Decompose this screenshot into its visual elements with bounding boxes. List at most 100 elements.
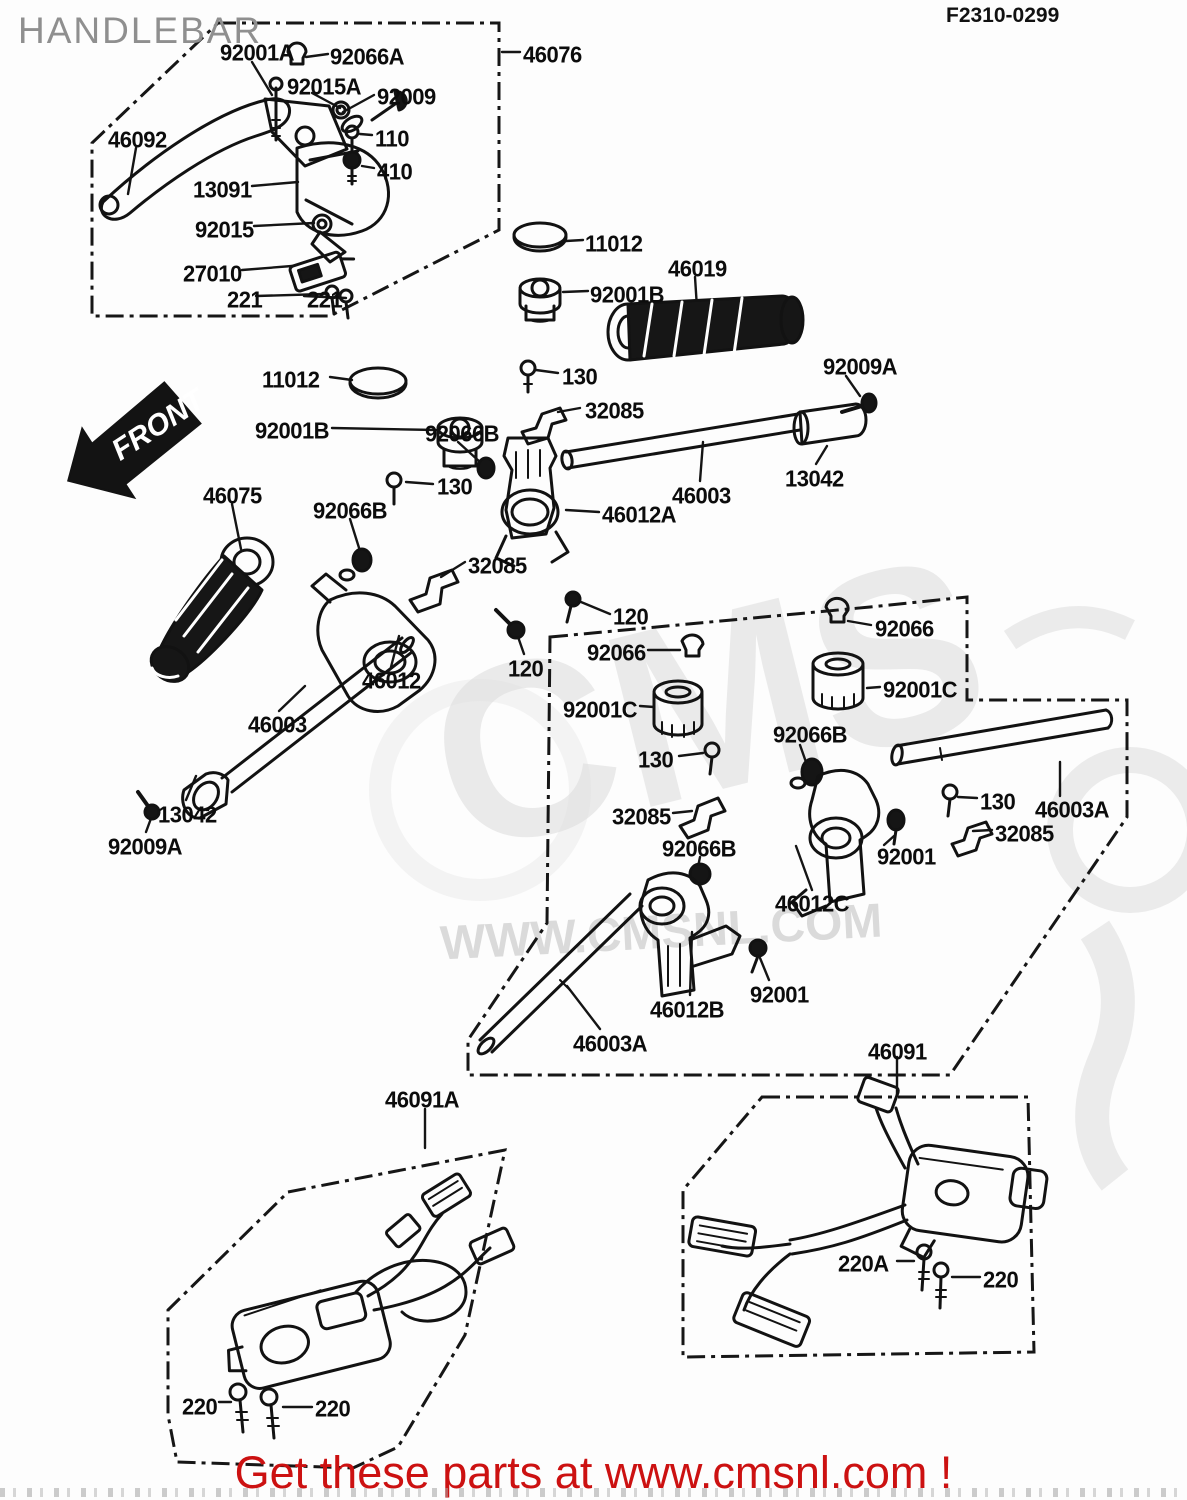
part-label-11012-17: 11012 xyxy=(262,366,320,393)
part-label-130-40: 130 xyxy=(638,746,674,773)
holder-46012C-drawing xyxy=(790,768,881,918)
part-label-92066B-19: 92066B xyxy=(425,420,500,447)
cylinder-92001C-right-drawing xyxy=(811,651,865,711)
plug-92001B-upper-drawing xyxy=(518,277,562,323)
part-label-92001B-14: 92001B xyxy=(590,281,665,308)
screws-221-drawing xyxy=(324,284,354,320)
part-label-92001-49: 92001 xyxy=(750,981,809,1008)
plug-92066B-small-drawing xyxy=(476,456,496,480)
screws-220-left-drawing xyxy=(228,1382,280,1440)
plug-92066-right-drawing xyxy=(824,596,850,624)
assembly-panel-borders xyxy=(90,21,1129,1470)
stopper-32085-panelB-left-drawing xyxy=(678,796,727,840)
part-label-27010-10: 27010 xyxy=(183,260,242,287)
panel-brake-lever-assy xyxy=(90,21,501,318)
part-label-92001-46: 92001 xyxy=(877,843,936,870)
pin-110-drawing xyxy=(344,124,360,152)
part-label-92001A-0: 92001A xyxy=(220,39,295,66)
holder-46012-drawing xyxy=(310,572,437,713)
fiche-code: F2310-0299 xyxy=(946,4,1060,27)
panel-lower-holders xyxy=(466,595,1129,1077)
plug-92066B-left-drawing xyxy=(338,547,373,582)
part-label-46012B-48: 46012B xyxy=(650,996,725,1023)
parts-drawings xyxy=(98,41,1114,1440)
screw-130-panelB-right-drawing xyxy=(941,783,959,818)
part-label-92009A-32: 92009A xyxy=(108,833,183,860)
part-label-46091A-51: 46091A xyxy=(385,1086,460,1113)
part-label-92009A-16: 92009A xyxy=(823,353,898,380)
switch-housing-46091-drawing xyxy=(687,1075,1049,1348)
part-label-32085-21: 32085 xyxy=(585,397,644,424)
part-label-221-12: 221 xyxy=(307,286,343,313)
screw-130-panelB-left-drawing xyxy=(703,741,721,776)
part-label-410-7: 410 xyxy=(377,158,413,185)
panel-switch-left xyxy=(166,1148,507,1470)
part-label-92009-3: 92009 xyxy=(377,83,436,110)
screw-130-mid-drawing xyxy=(385,471,403,506)
part-label-92066B-27: 92066B xyxy=(313,497,388,524)
stopper-32085-top-drawing xyxy=(520,406,568,446)
screw-120-left-drawing xyxy=(494,608,526,640)
part-label-130-43: 130 xyxy=(980,788,1016,815)
plug-92066B-lower-drawing xyxy=(688,862,712,886)
part-label-46075-26: 46075 xyxy=(203,482,262,509)
nut-92015-drawing xyxy=(311,213,333,235)
throttle-grip-46019-drawing xyxy=(606,294,805,362)
part-label-46003A-44: 46003A xyxy=(1035,796,1110,823)
part-label-120-34: 120 xyxy=(508,655,544,682)
part-label-13042-25: 13042 xyxy=(785,465,844,492)
part-label-13042-31: 13042 xyxy=(158,801,217,828)
bolt-410-drawing xyxy=(342,150,362,186)
part-label-92001B-18: 92001B xyxy=(255,417,330,444)
part-label-92066-37: 92066 xyxy=(875,615,934,642)
nut-92015A-drawing xyxy=(331,100,364,134)
part-label-92015-9: 92015 xyxy=(195,216,254,243)
screws-220A-220-right-drawing xyxy=(915,1243,950,1310)
part-label-46003-30: 46003 xyxy=(248,711,307,738)
screw-130-top-drawing xyxy=(519,359,537,394)
part-label-46003A-50: 46003A xyxy=(573,1030,648,1057)
part-label-120-33: 120 xyxy=(613,603,649,630)
holder-46012A-drawing xyxy=(494,436,570,568)
part-label-130-20: 130 xyxy=(562,363,598,390)
part-label-92066B-39: 92066B xyxy=(773,721,848,748)
page-title: HANDLEBAR xyxy=(18,10,263,51)
scan-noise-strip xyxy=(0,1488,1187,1497)
panel-switch-right xyxy=(681,1095,1036,1359)
part-label-46092-5: 46092 xyxy=(108,126,167,153)
part-label-46003-24: 46003 xyxy=(672,482,731,509)
part-label-130-22: 130 xyxy=(437,473,473,500)
stopper-32085-mid-drawing xyxy=(408,568,460,614)
part-label-46012-29: 46012 xyxy=(362,667,421,694)
part-label-46012A-23: 46012A xyxy=(602,501,677,528)
part-label-32085-41: 32085 xyxy=(612,803,671,830)
part-label-220-54: 220 xyxy=(983,1266,1019,1293)
part-label-11012-13: 11012 xyxy=(585,230,643,257)
part-label-92066B-42: 92066B xyxy=(662,835,737,862)
part-label-110-6: 110 xyxy=(375,125,410,152)
part-label-92015A-2: 92015A xyxy=(287,73,362,100)
part-label-46012C-47: 46012C xyxy=(775,890,850,917)
part-label-46091-52: 46091 xyxy=(868,1038,927,1065)
part-label-220A-53: 220A xyxy=(838,1250,889,1277)
stopper-32085-panelB-right-drawing xyxy=(950,820,994,858)
screw-92009A-left-drawing xyxy=(136,790,161,821)
switch-27010-drawing xyxy=(288,250,356,293)
part-label-46076-4: 46076 xyxy=(523,41,582,68)
watermark-gear-graphic xyxy=(369,606,1187,1191)
part-label-32085-45: 32085 xyxy=(995,820,1054,847)
part-label-221-11: 221 xyxy=(227,286,263,313)
part-label-46019-15: 46019 xyxy=(668,255,727,282)
tube-46003A-right-drawing xyxy=(890,708,1114,767)
cap-11012-upper-drawing xyxy=(512,221,568,253)
screw-92009A-right-drawing xyxy=(840,392,878,414)
part-label-92066-35: 92066 xyxy=(587,639,646,666)
plug-92001B-left-drawing xyxy=(436,416,484,470)
cylinder-92001C-left-drawing xyxy=(652,679,704,738)
plug-92066-left-drawing xyxy=(680,633,705,658)
cap-11012-left-drawing xyxy=(348,366,408,400)
grip-46075-drawing xyxy=(149,536,275,683)
bolt-92001A-drawing xyxy=(268,76,284,142)
screw-92009-drawing xyxy=(370,90,408,122)
